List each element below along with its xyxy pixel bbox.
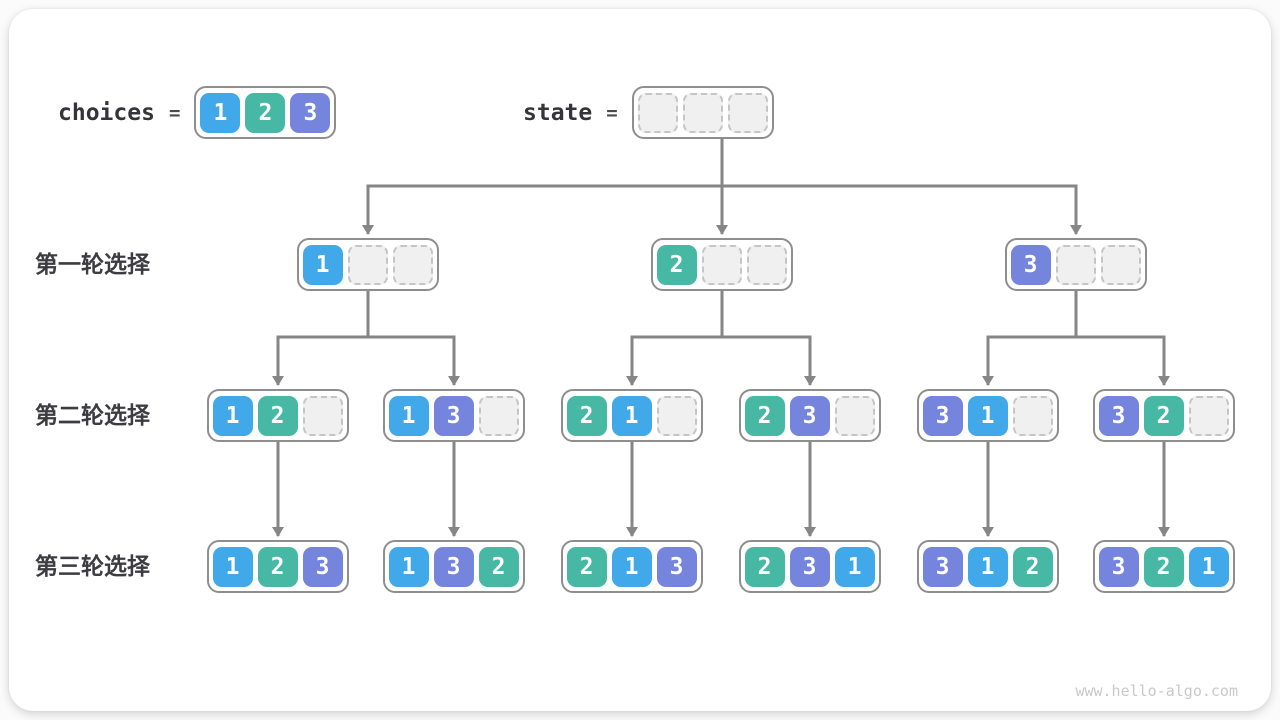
state-cell-value: 2: [744, 395, 785, 436]
state-header: state =: [523, 86, 774, 139]
state-cell-value: 2: [566, 546, 607, 587]
round-3-label: 第三轮选择: [35, 553, 150, 579]
state-cell-value: 1: [388, 395, 429, 436]
state-cell-empty: [302, 395, 343, 436]
state-cell-value: 3: [922, 395, 963, 436]
state-cell-value: 2: [257, 546, 298, 587]
round-2-label: 第二轮选择: [35, 402, 150, 428]
watermark-url: www.hello-algo.com: [1075, 682, 1238, 700]
state-cell-value: 3: [789, 395, 830, 436]
state-cell-value: 3: [302, 546, 343, 587]
state-cell-empty: [682, 92, 723, 133]
state-cell-value: 3: [922, 546, 963, 587]
state-cell-empty: [701, 244, 742, 285]
state-cell-empty: [1188, 395, 1229, 436]
state-cell-value: 2: [1143, 395, 1184, 436]
state-cell-value: 3: [1098, 395, 1139, 436]
state-cell-value: 2: [1143, 546, 1184, 587]
state-cell-value: 2: [566, 395, 607, 436]
state-cell-value: 1: [967, 546, 1008, 587]
state-cell-value: 3: [433, 395, 474, 436]
state-cell-value: 1: [212, 395, 253, 436]
state-cell-value: 3: [1098, 546, 1139, 587]
state-cell-value: 2: [245, 92, 286, 133]
state-equals-sign: =: [606, 101, 618, 124]
state-cell-value: 2: [656, 244, 697, 285]
state-cell-value: 1: [1188, 546, 1229, 587]
state-cell-empty: [746, 244, 787, 285]
choices-label: choices: [58, 99, 155, 126]
state-cell-empty: [637, 92, 678, 133]
state-cell-value: 3: [789, 546, 830, 587]
state-node: 1: [296, 238, 439, 291]
state-cell-value: 2: [744, 546, 785, 587]
state-cell-value: 2: [257, 395, 298, 436]
state-cell-value: 1: [611, 546, 652, 587]
state-node: 2: [650, 238, 793, 291]
state-cell-empty: [392, 244, 433, 285]
state-cell-empty: [834, 395, 875, 436]
state-node: 3: [1004, 238, 1147, 291]
state-cell-empty: [727, 92, 768, 133]
state-array-box: [631, 86, 774, 139]
state-cell-value: 1: [388, 546, 429, 587]
state-cell-value: 1: [212, 546, 253, 587]
state-cell-value: 1: [834, 546, 875, 587]
state-cell-value: 3: [656, 546, 697, 587]
state-label: state: [523, 99, 593, 126]
state-cell-value: 1: [967, 395, 1008, 436]
state-cell-empty: [656, 395, 697, 436]
state-cell-value: 2: [478, 546, 519, 587]
round-1-label: 第一轮选择: [35, 251, 150, 277]
state-cell-value: 2: [1012, 546, 1053, 587]
state-cell-empty: [1100, 244, 1141, 285]
state-cell-value: 1: [302, 244, 343, 285]
state-cell-value: 3: [433, 546, 474, 587]
state-cell-empty: [347, 244, 388, 285]
state-cell-empty: [1012, 395, 1053, 436]
state-cell-empty: [478, 395, 519, 436]
choices-equals-sign: =: [168, 101, 181, 124]
state-cell-value: 3: [290, 92, 331, 133]
state-cell-value: 1: [200, 92, 241, 133]
state-cell-value: 3: [1010, 244, 1051, 285]
state-cell-value: 1: [611, 395, 652, 436]
state-cell-empty: [1055, 244, 1096, 285]
